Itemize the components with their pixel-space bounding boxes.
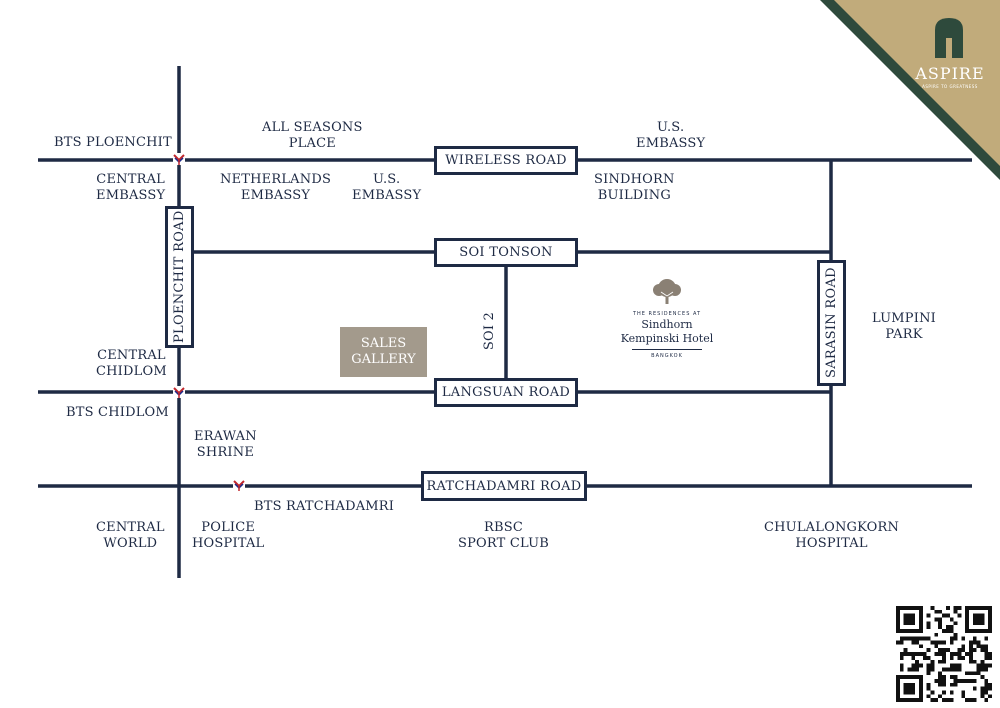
hotel-name-line2: Kempinski Hotel: [620, 332, 714, 345]
wireless-road-label: WIRELESS ROAD: [434, 146, 578, 175]
bts-ratchadamri-label: BTS RATCHADAMRI: [254, 499, 395, 514]
bts-station-icon: [173, 386, 185, 398]
soi2-label: SOI 2: [482, 312, 497, 351]
ploenchit-road-label: PLOENCHIT ROAD: [165, 206, 194, 348]
bts-station-icon: [233, 479, 245, 491]
qr-code[interactable]: [896, 606, 992, 702]
hotel-city-label: BANGKOK: [651, 353, 683, 359]
hotel-divider: [632, 349, 702, 350]
bts-chidlom-label: BTS CHIDLOM: [66, 405, 169, 420]
sarasin-road-label: SARASIN ROAD: [817, 260, 846, 386]
hotel-logo: THE RESIDENCES AT Sindhorn Kempinski Hot…: [612, 278, 722, 360]
landmark-us-embassy-top: U.S.EMBASSY: [636, 120, 706, 151]
aspire-logo-icon: [935, 18, 963, 58]
ratchadamri-road-label: RATCHADAMRI ROAD: [421, 471, 587, 501]
brand-name: ASPIRE: [915, 64, 985, 83]
soi-tonson-label: SOI TONSON: [434, 238, 578, 267]
hotel-name-line1: Sindhorn: [641, 318, 693, 331]
bts-station-icon: [173, 153, 185, 165]
brand-tagline: ASPIRE TO GREATNESS: [922, 84, 978, 89]
hotel-pre-label: THE RESIDENCES AT: [632, 311, 702, 317]
langsuan-road-label: LANGSUAN ROAD: [434, 378, 578, 407]
landmark-us-embassy-mid: U.S.EMBASSY: [352, 172, 422, 203]
bts-ploenchit-label: BTS PLOENCHIT: [54, 135, 172, 150]
tree-icon: [653, 279, 681, 304]
brand-corner-ribbon: [820, 0, 1000, 180]
